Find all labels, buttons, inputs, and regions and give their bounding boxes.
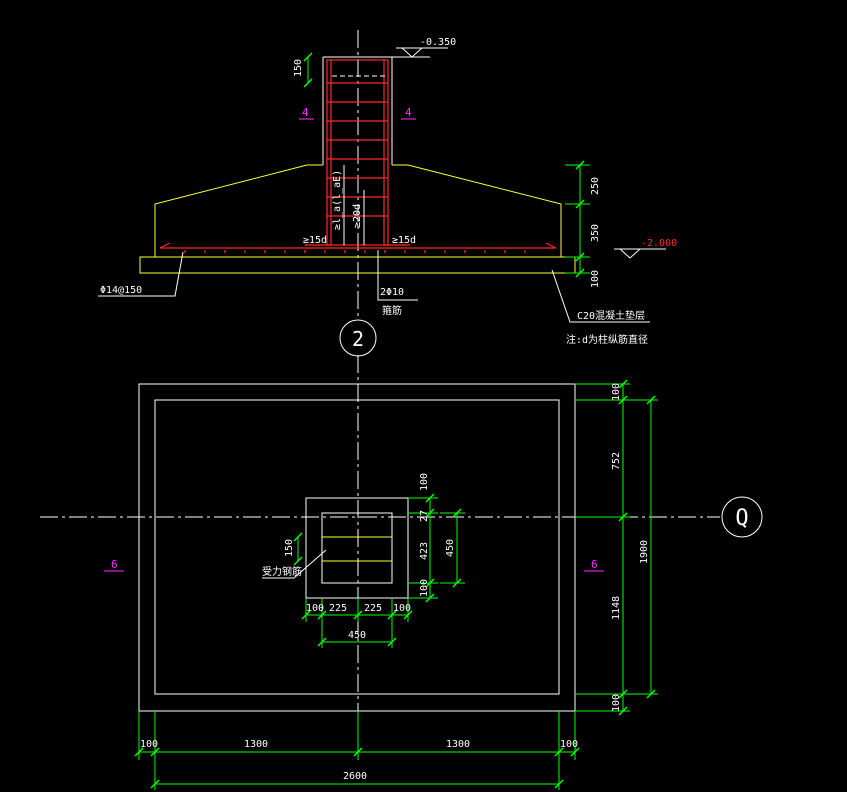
plan-dim-100-top: 100 — [419, 473, 430, 491]
anchor-length-label: ≥l_a(l_aE) — [332, 170, 343, 230]
rebar-hook-left — [159, 242, 171, 249]
hook-right-label: ≥15d — [392, 235, 416, 246]
total-width: 2600 — [343, 771, 367, 782]
ped-dim-225-left: 225 — [329, 603, 347, 614]
elevation-top: -0.350 — [420, 37, 456, 48]
plan-right-100-top: 100 — [611, 383, 622, 401]
col-side-dim: 450 — [445, 539, 456, 557]
pedestal-outline — [305, 497, 409, 599]
plan-dim-423: 423 — [419, 542, 430, 560]
total-height: 1900 — [639, 540, 650, 564]
plan-right-1148: 1148 — [611, 596, 622, 620]
stirrup-label: 2Φ10 — [380, 287, 404, 298]
rebar-dots — [184, 250, 526, 253]
section-footnote: 注:d为柱纵筋直径 — [566, 333, 648, 346]
column-cage — [326, 59, 389, 246]
ped-dim-225-right: 225 — [364, 603, 382, 614]
elevation-triangle-top — [400, 47, 424, 58]
ped-dim-100-right: 100 — [393, 603, 411, 614]
lower-dim-100-right: 100 — [560, 739, 578, 750]
cut-mark-left: 4 — [302, 106, 309, 119]
plan-dim-27: 27 — [419, 510, 430, 522]
plan-view: 150 受力钢筋 6 6 Q 100 27 423 100 450 — [40, 355, 763, 790]
plan-dim-100-bottom: 100 — [419, 579, 430, 597]
cut-mark-right: 4 — [405, 106, 412, 119]
pad-note: C20混凝土垫层 — [577, 309, 645, 322]
axis-bubble — [721, 496, 763, 538]
col-gap-dim: 150 — [284, 539, 295, 557]
section-view: ≥l_a(l_aE) ≥20d ≥15d ≥15d 4 4 -0.350 150… — [98, 30, 677, 357]
plan-cut-right: 6 — [591, 558, 598, 571]
axis-label: Q — [735, 506, 748, 531]
lower-dim-1300-right: 1300 — [446, 739, 470, 750]
ped-dim-100-left: 100 — [306, 603, 324, 614]
dim-base-350: 350 — [590, 224, 601, 242]
concrete-pad — [139, 256, 576, 274]
plan-right-752: 752 — [611, 452, 622, 470]
footing-left-edge — [154, 164, 323, 257]
elevation-bottom: -2.000 — [641, 238, 677, 249]
stirrup-leader — [377, 250, 418, 301]
dim-slope-250: 250 — [590, 177, 601, 195]
column-outline — [321, 512, 393, 584]
stirrup-note: 箍筋 — [382, 304, 402, 317]
pad-outline — [138, 383, 576, 712]
footing-right-edge — [392, 164, 562, 257]
lower-dim-100-left: 100 — [140, 739, 158, 750]
lower-dim-1300-left: 1300 — [244, 739, 268, 750]
pad-leader — [551, 269, 650, 323]
anchor-min-label: ≥20d — [352, 204, 363, 228]
plan-right-100-bottom: 100 — [611, 694, 622, 712]
hook-left-label: ≥15d — [303, 235, 327, 246]
col-width: 450 — [348, 630, 366, 641]
bottom-bar-leader — [98, 251, 184, 297]
footing-outline — [154, 399, 560, 695]
dim-pad-100: 100 — [590, 270, 601, 288]
bottom-bar-label: Φ14@150 — [100, 285, 142, 296]
col-rebar-label: 受力钢筋 — [262, 565, 302, 578]
col-label-leader — [262, 549, 327, 579]
elevation-triangle-bottom — [618, 248, 642, 259]
dim-top-150: 150 — [293, 59, 304, 77]
section-marker-number: 2 — [352, 327, 364, 351]
plan-cut-left: 6 — [111, 558, 118, 571]
rebar-hook-right — [545, 242, 557, 249]
